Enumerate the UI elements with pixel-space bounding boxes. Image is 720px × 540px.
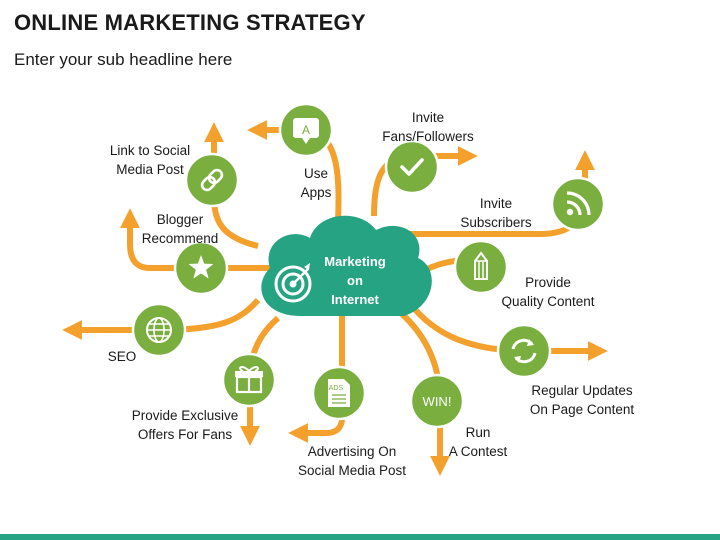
invite-fans-node-circle <box>384 139 440 195</box>
quality-content-label: Provide <box>525 275 571 290</box>
pencil-icon <box>474 251 488 280</box>
invite-subscribers-label: Subscribers <box>460 215 532 230</box>
hub-label-line: Internet <box>331 292 379 307</box>
offers-label: Provide Exclusive <box>132 408 239 423</box>
invite-subscribers-node-circle <box>550 176 606 232</box>
checkmark-icon <box>400 158 424 176</box>
use-apps-node: A <box>278 102 334 158</box>
svg-text:A: A <box>302 123 310 137</box>
invite-subscribers-node <box>550 176 606 232</box>
advertising-node: ADS <box>311 365 367 421</box>
regular-updates-label: On Page Content <box>530 402 635 417</box>
offers-node <box>221 352 277 408</box>
invite-subscribers-label: Invite <box>480 196 512 211</box>
use-apps-label: Use <box>304 166 328 181</box>
link-social-label: Link to Social <box>110 143 190 158</box>
blogger-label: Blogger <box>157 212 204 227</box>
regular-updates-node <box>496 323 552 379</box>
slide-title: ONLINE MARKETING STRATEGY <box>14 10 366 35</box>
link-social-label: Media Post <box>116 162 184 177</box>
seo-label: SEO <box>108 349 137 364</box>
hub-cloud-shape <box>261 215 432 316</box>
footer-bar <box>0 534 720 540</box>
rss-icon <box>566 191 591 216</box>
invite-fans-label: Invite <box>412 110 444 125</box>
blogger-node <box>173 240 229 296</box>
globe-icon <box>146 317 172 343</box>
refresh-icon <box>511 338 537 364</box>
strategy-nodes: A ADS WIN! <box>131 102 606 429</box>
contest-node: WIN! <box>409 373 465 429</box>
contest-label: Run <box>466 425 491 440</box>
gift-icon <box>235 365 263 394</box>
advertising-label: Advertising On <box>308 444 397 459</box>
contest-label: A Contest <box>449 444 508 459</box>
quality-content-node-circle <box>453 239 509 295</box>
regular-updates-label: Regular Updates <box>531 383 633 398</box>
link-social-node-circle <box>184 152 240 208</box>
use-apps-label: Apps <box>301 185 332 200</box>
hub-label-line: on <box>347 273 363 288</box>
slide-subtitle: Enter your sub headline here <box>14 50 233 69</box>
target-icon <box>274 263 312 303</box>
seo-node <box>131 302 187 358</box>
svg-text:ADS: ADS <box>329 385 344 392</box>
contest-node-circle <box>409 373 465 429</box>
link-social-node <box>184 152 240 208</box>
offers-label: Offers For Fans <box>138 427 233 442</box>
advertising-label: Social Media Post <box>298 463 406 478</box>
star-icon <box>188 255 214 279</box>
win-badge-icon: WIN! <box>423 394 452 409</box>
app-icon: A <box>293 118 319 144</box>
blogger-connector-arrow <box>120 208 276 271</box>
blogger-label: Recommend <box>142 231 219 246</box>
svg-text:WIN!: WIN! <box>423 394 452 409</box>
invite-fans-label: Fans/Followers <box>382 129 474 144</box>
hub-label-line: Marketing <box>324 254 385 269</box>
chain-link-icon <box>200 168 224 192</box>
quality-content-node <box>453 239 509 295</box>
ads-document-icon: ADS <box>328 379 350 407</box>
invite-fans-node <box>384 139 440 195</box>
regular-updates-node-circle <box>496 323 552 379</box>
quality-content-label: Quality Content <box>501 294 594 309</box>
